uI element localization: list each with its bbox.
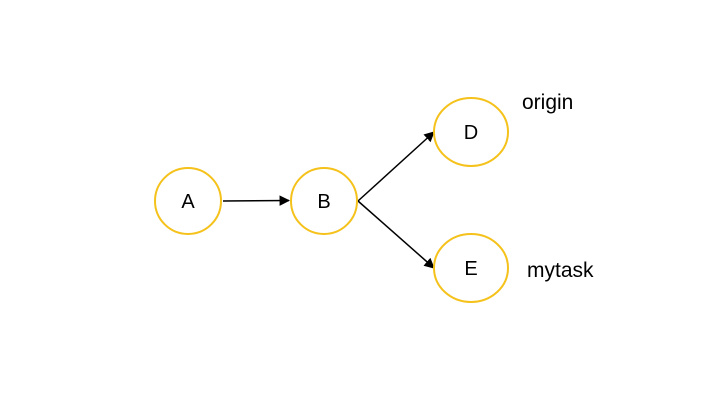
node-e-label: E — [464, 258, 477, 280]
node-a-label: A — [181, 191, 195, 213]
node-b-label: B — [317, 191, 330, 213]
node-d: D — [433, 97, 509, 167]
branch-label-mytask: mytask — [527, 259, 594, 282]
edge-a-to-b — [222, 195, 291, 206]
node-b-circle — [290, 167, 358, 235]
node-e-circle — [433, 233, 509, 303]
node-d-label: D — [464, 122, 478, 144]
edge-b-to-d — [357, 131, 435, 202]
node-d-circle — [433, 97, 509, 167]
edge-b-to-e — [357, 200, 435, 269]
node-a-circle — [154, 167, 222, 235]
node-e: E — [433, 233, 509, 303]
node-a: A — [154, 167, 222, 235]
node-b: B — [290, 167, 358, 235]
branch-label-origin: origin — [522, 91, 573, 114]
